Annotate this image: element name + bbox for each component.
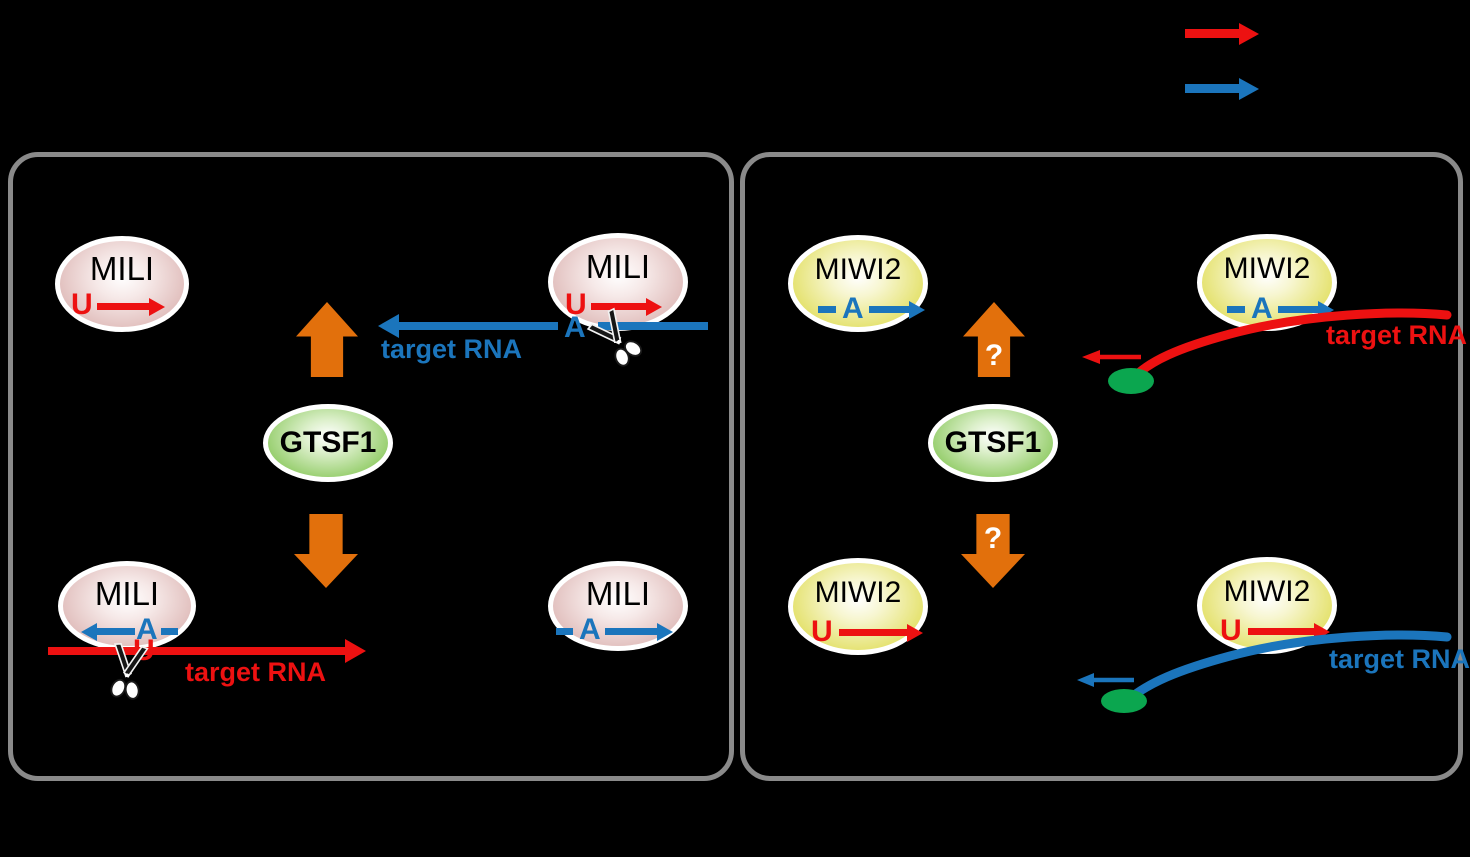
target-rna-line	[598, 322, 708, 330]
pirna-arrow	[591, 303, 646, 310]
protein-label: MIWI2	[1223, 575, 1311, 608]
pirna-3prime-a: A	[842, 292, 864, 325]
target-rna-line	[48, 647, 345, 655]
miwi2-ellipse-top-left	[788, 235, 928, 332]
left-panel	[8, 152, 734, 781]
protein-label: MIWI2	[814, 253, 902, 286]
pirna-5prime-u: U	[1220, 614, 1242, 647]
pirna-arrow	[1278, 306, 1318, 313]
protein-label: MILI	[94, 575, 160, 612]
legend-blue-arrow-icon	[1185, 84, 1239, 93]
gtsf1-ellipse-left: GTSF1	[263, 404, 393, 482]
pirna-arrow	[97, 628, 135, 635]
target-rna-label: target RNA	[381, 334, 523, 364]
pirna-arrow	[1248, 628, 1314, 635]
gtsf1-ellipse-right: GTSF1	[928, 404, 1058, 482]
question-mark: ?	[984, 339, 1004, 372]
target-rna-label: target RNA	[1329, 644, 1470, 674]
protein-label: MIWI2	[1223, 252, 1311, 285]
right-panel	[740, 152, 1463, 781]
protein-label: MILI	[585, 575, 651, 612]
protein-label: MILI	[585, 248, 651, 285]
pirna-3prime-a: A	[1251, 292, 1273, 325]
pirna-dash	[161, 628, 178, 635]
protein-label: GTSF1	[279, 426, 377, 459]
miwi2-ellipse-bottom-left	[788, 558, 928, 655]
pirna-5prime-u: U	[565, 288, 587, 321]
target-rna-label: target RNA	[185, 657, 327, 687]
question-mark: ?	[983, 522, 1003, 555]
legend-red-arrow-icon	[1185, 29, 1239, 38]
pirna-arrow	[839, 629, 907, 636]
pirna-arrow	[605, 628, 657, 635]
mili-ellipse-top-left	[55, 236, 189, 332]
scissors-icon	[586, 307, 643, 367]
protein-label: MILI	[89, 250, 155, 287]
pirna-5prime-u: U	[71, 288, 93, 321]
pirna-dash	[1227, 306, 1245, 313]
protein-label: MIWI2	[814, 576, 902, 609]
target-rna-line	[399, 322, 558, 330]
scissors-icon	[110, 642, 149, 700]
pirna-3prime-a: A	[136, 613, 158, 646]
pirna-dash	[818, 306, 836, 313]
pirna-3prime-a: A	[579, 613, 601, 646]
mili-ellipse-top-right	[548, 233, 688, 331]
pirna-arrow	[869, 306, 909, 313]
pirna-dash	[556, 628, 573, 635]
pirna-arrow	[97, 303, 149, 310]
pirna-5prime-u: U	[811, 615, 833, 648]
target-rna-label: target RNA	[1326, 320, 1468, 350]
protein-label: GTSF1	[944, 426, 1042, 459]
target-3prime-a: A	[564, 311, 586, 344]
